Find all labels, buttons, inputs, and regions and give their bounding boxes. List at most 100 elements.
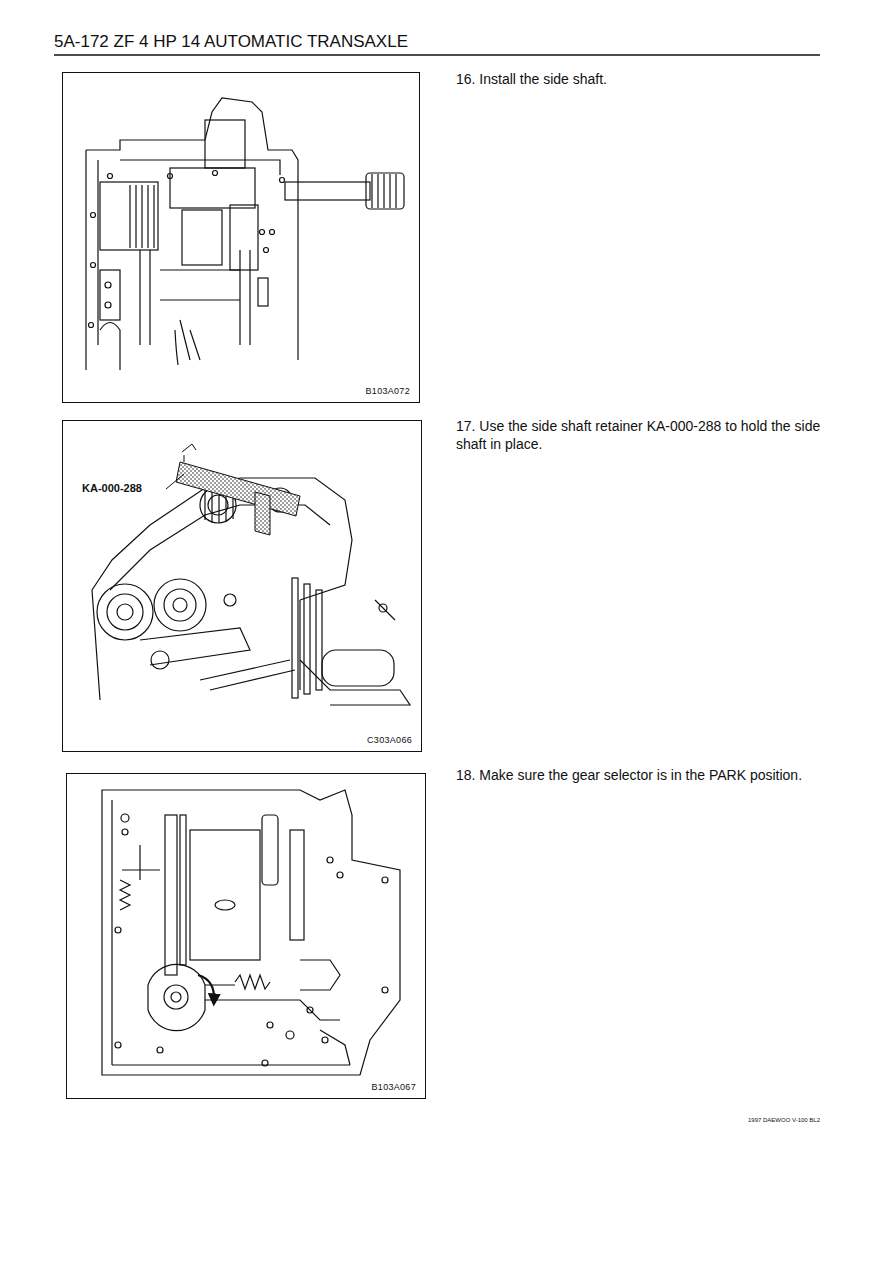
- retainer-tool-figure-part: [92, 478, 352, 600]
- transaxle-case-figure-part: [230, 205, 258, 270]
- retainer-tool-figure-part: [107, 594, 143, 630]
- retainer-tool-figure-part: [379, 604, 387, 612]
- transaxle-case-figure: [86, 98, 404, 370]
- retainer-tool-figure-part: [208, 495, 228, 515]
- transaxle-case-figure-part: [100, 182, 158, 250]
- valve-body-figure-part: [382, 877, 388, 883]
- valve-body-figure-part: [215, 900, 235, 910]
- retainer-tool-figure-part: [92, 590, 300, 700]
- retainer-tool-figure-part: [292, 578, 298, 698]
- step-text: 17. Use the side shaft retainer KA-000-2…: [456, 417, 826, 453]
- transaxle-case-figure-part: [91, 263, 96, 268]
- valve-body-figure-part: [157, 1047, 163, 1053]
- retainer-tool-figure-part: [110, 505, 330, 590]
- valve-body-figure-part: [164, 985, 188, 1009]
- transaxle-case-figure-part: [264, 248, 269, 253]
- valve-body-figure-part: [290, 830, 304, 940]
- step-text: 18. Make sure the gear selector is in th…: [456, 766, 831, 784]
- valve-body-figure-part: [115, 1042, 121, 1048]
- transaxle-case-figure-part: [260, 230, 265, 235]
- retainer-tool-figure-part: [164, 589, 196, 621]
- retainer-tool-figure-part: [117, 604, 133, 620]
- footer-code: 1997 DAEWOO V-100 BL2: [748, 1117, 820, 1125]
- valve-body-figure-part: [112, 800, 350, 1065]
- hatched-tool-part: [176, 462, 300, 516]
- transaxle-case-figure-part: [182, 210, 222, 265]
- transaxle-case-figure-part: [366, 173, 404, 209]
- rotation-arrow: [198, 975, 214, 1000]
- transaxle-case-figure-part: [170, 168, 255, 208]
- retainer-tool-figure-part: [322, 650, 394, 686]
- figure-frame: C303A066: [62, 420, 422, 752]
- transaxle-case-figure-part: [258, 278, 268, 306]
- transaxle-case-figure-part: [175, 250, 250, 365]
- retainer-tool-figure: [92, 478, 410, 705]
- transaxle-case-figure-part: [100, 270, 120, 320]
- retainer-tool-figure-part: [224, 594, 236, 606]
- transaxle-case-figure-part: [86, 98, 298, 370]
- retainer-tool-figure-part: [173, 598, 187, 612]
- valve-body-figure-part: [262, 815, 278, 885]
- transaxle-case-figure-part: [89, 323, 94, 328]
- retainer-tool-figure-part: [154, 579, 206, 631]
- transaxle-case-figure-part: [130, 185, 154, 248]
- transaxle-case-figure-part: [270, 230, 275, 235]
- valve-body-figure-part: [171, 992, 181, 1002]
- valve-body-figure-part: [180, 815, 186, 965]
- transaxle-case-figure-part: [168, 174, 173, 179]
- valve-body-figure-part: [307, 1007, 313, 1013]
- retainer-tool-figure-part: [316, 590, 322, 690]
- page-header: 5A-172 ZF 4 HP 14 AUTOMATIC TRANSAXLE: [54, 32, 408, 52]
- hatched-tool-part: [182, 444, 196, 452]
- valve-body-figure-part: [382, 987, 388, 993]
- retainer-tool-figure-part: [304, 584, 310, 694]
- figure-frame: B103A072: [62, 72, 420, 403]
- valve-body-figure-part: [327, 857, 333, 863]
- retainer-tool-figure-part: [140, 628, 250, 665]
- transaxle-case-figure-part: [213, 171, 218, 176]
- valve-body-figure-part: [300, 960, 340, 990]
- valve-body-figure-part: [322, 1037, 328, 1043]
- valve-body-figure-part: [337, 872, 343, 878]
- header-rule-part: [54, 54, 820, 56]
- valve-body-figure-part: [165, 815, 177, 975]
- transaxle-case-figure-part: [205, 120, 245, 168]
- valve-body-figure-part: [190, 830, 260, 960]
- hatched-tool-part: [255, 492, 270, 535]
- valve-body-figure-part: [122, 829, 128, 835]
- transaxle-case-figure-part: [372, 174, 396, 208]
- step-text: 16. Install the side shaft.: [456, 70, 826, 88]
- valve-body-figure: [102, 790, 400, 1075]
- tool-number: KA-000-288: [80, 481, 144, 495]
- valve-body-figure-part: [235, 975, 270, 989]
- transaxle-case-figure-part: [105, 302, 111, 308]
- transaxle-case-figure-part: [108, 174, 113, 179]
- rotation-arrow-part: [198, 975, 214, 1000]
- transaxle-case-figure-part: [98, 160, 280, 345]
- hatched-tool: [176, 444, 300, 535]
- valve-body-figure-part: [286, 1031, 294, 1039]
- retainer-tool-figure-part: [300, 600, 410, 705]
- valve-body-figure-part: [262, 1060, 268, 1066]
- figure-frame: B103A067: [66, 773, 426, 1099]
- valve-body-figure-part: [120, 880, 130, 910]
- figure-code: C303A066: [366, 735, 413, 745]
- hatched-tool-part: [184, 455, 185, 462]
- transaxle-case-figure-part: [280, 178, 285, 183]
- retainer-tool-figure-part: [200, 660, 295, 690]
- valve-body-figure-part: [267, 1022, 273, 1028]
- retainer-tool-figure-part: [97, 584, 153, 640]
- header-rule: [54, 54, 820, 56]
- valve-body-figure-part: [320, 1030, 350, 1065]
- valve-body-figure-part: [148, 964, 205, 1030]
- valve-body-figure-part: [115, 927, 121, 933]
- transaxle-case-figure-part: [285, 182, 370, 200]
- retainer-tool-figure-part: [151, 651, 169, 669]
- valve-body-figure-part: [102, 790, 400, 1075]
- leader-line-part: [166, 474, 184, 489]
- transaxle-case-figure-part: [91, 213, 96, 218]
- valve-body-figure-part: [121, 814, 129, 822]
